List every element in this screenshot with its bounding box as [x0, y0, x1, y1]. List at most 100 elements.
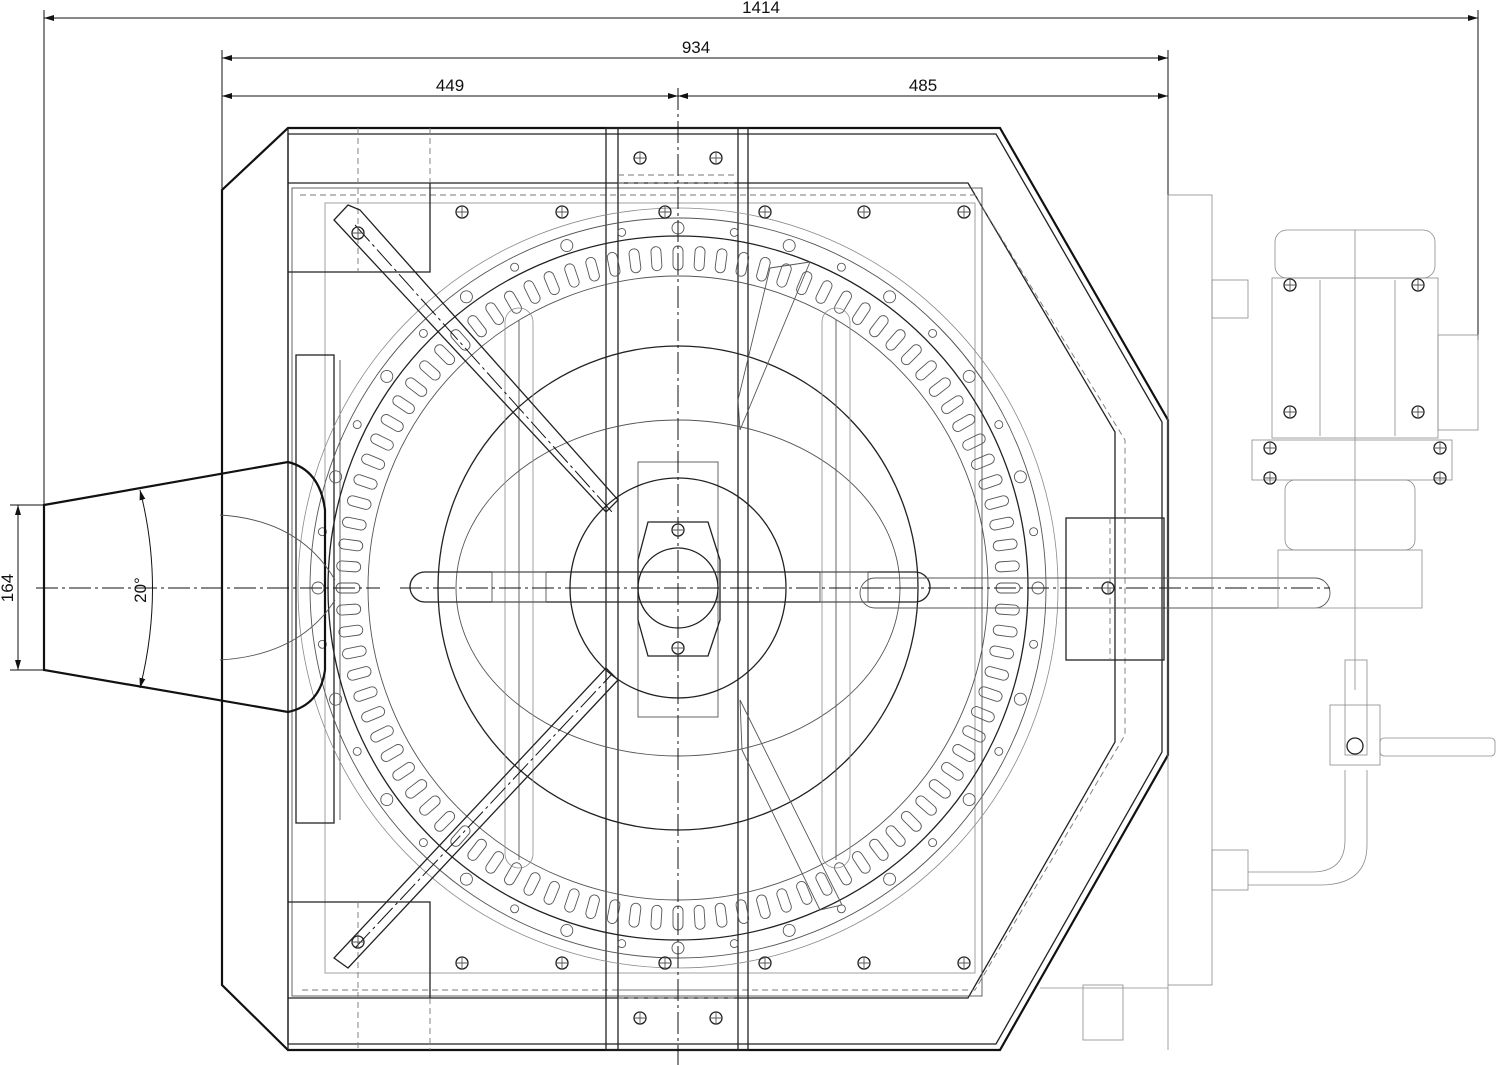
- ring-slot: [735, 252, 750, 277]
- ring-slot: [585, 894, 600, 919]
- ring-slot: [900, 810, 922, 832]
- ring-slot: [338, 538, 364, 552]
- ring-bolt: [1029, 527, 1039, 537]
- bolt-cross: [759, 206, 771, 218]
- ring-slot: [970, 706, 995, 723]
- ring-slot: [815, 280, 833, 304]
- bolt-cross: [456, 206, 468, 218]
- ring-slot: [952, 414, 976, 432]
- corner-boxes: [288, 128, 431, 1050]
- bolt-cross: [672, 524, 684, 536]
- ring-bolt: [380, 369, 394, 383]
- ring-slot: [405, 779, 428, 799]
- ring-bolt: [782, 923, 796, 937]
- ring-bolt: [329, 470, 343, 484]
- motor-assembly: [1040, 194, 1496, 1050]
- dimension-inlet-height-label: 164: [0, 574, 17, 602]
- ring-slot: [564, 888, 580, 913]
- dimension-housing: 934: [221, 38, 1169, 420]
- ring-bolt: [962, 793, 976, 807]
- ring-slot: [851, 851, 871, 874]
- ring-slot: [370, 725, 394, 743]
- diagonal-braces: [333, 204, 843, 969]
- ring-slot: [585, 257, 600, 282]
- ring-slot: [952, 744, 976, 762]
- ring-slot: [342, 645, 367, 660]
- ring-slot: [962, 725, 986, 743]
- ring-slot: [450, 329, 471, 351]
- bolt-cross: [1434, 442, 1446, 454]
- ring-bolt: [994, 420, 1004, 430]
- bolt-cross: [858, 206, 870, 218]
- ring-slot: [543, 880, 560, 905]
- ring-slot: [941, 395, 964, 415]
- bolt-cross: [1284, 406, 1296, 418]
- ring-slot: [992, 538, 1018, 552]
- ring-bolt: [329, 692, 343, 706]
- ring-bolt: [418, 328, 428, 338]
- ring-bolt: [782, 239, 796, 253]
- ring-slot: [380, 414, 404, 432]
- ring-slot: [370, 433, 394, 451]
- dimension-right-half-label: 485: [909, 76, 937, 95]
- bolt-cross: [710, 152, 722, 164]
- ring-bolt: [560, 923, 574, 937]
- bolt-cross: [1264, 472, 1276, 484]
- ring-slot: [347, 666, 372, 681]
- ring-slot: [885, 329, 906, 351]
- ring-slot: [650, 246, 663, 272]
- ring-slot: [989, 645, 1014, 660]
- ring-bolt: [459, 872, 473, 886]
- ring-slot: [994, 560, 1020, 573]
- bolt-cross: [352, 227, 364, 239]
- bolt-cross: [634, 1012, 646, 1024]
- ring-bolt: [510, 904, 520, 914]
- ring-slot: [984, 666, 1009, 681]
- ring-slot: [978, 686, 1003, 702]
- ring-slot: [467, 838, 487, 861]
- ring-slot: [380, 744, 404, 762]
- ring-bolt: [459, 290, 473, 304]
- ring-bolt: [928, 328, 938, 338]
- bolt-cross: [958, 957, 970, 969]
- ring-slot: [485, 851, 505, 874]
- bolt-cross: [858, 957, 870, 969]
- ring-slot: [347, 495, 372, 510]
- ring-bolt: [317, 639, 327, 649]
- ring-slot: [928, 377, 951, 397]
- ring-slot: [693, 904, 706, 930]
- ring-bolt: [617, 939, 627, 949]
- bolt-cross: [1434, 472, 1446, 484]
- ring-slot: [714, 902, 728, 928]
- bolt-cross: [958, 206, 970, 218]
- bolt-cross: [634, 152, 646, 164]
- ring-slot: [628, 902, 642, 928]
- ring-bolt: [380, 793, 394, 807]
- ring-slot: [434, 810, 456, 832]
- ring-slot: [523, 872, 541, 896]
- ring-slot: [915, 360, 937, 381]
- ring-slot: [353, 686, 378, 702]
- ring-slot: [392, 761, 415, 781]
- ring-slot: [941, 761, 964, 781]
- inlet-nozzle: [36, 460, 380, 714]
- vertical-beam: [605, 127, 749, 1051]
- ring-slots: [335, 245, 1021, 931]
- dimension-inlet-angle-label: 20°: [131, 577, 150, 603]
- ring-slot: [851, 302, 871, 325]
- bolt-cross: [710, 1012, 722, 1024]
- ring-slot: [361, 706, 386, 723]
- center-lines: [400, 88, 1330, 1065]
- ring-slot: [776, 888, 792, 913]
- ring-slot: [834, 290, 852, 314]
- dimension-left-half: 449: [222, 76, 678, 99]
- ring-slot: [994, 603, 1020, 616]
- ring-slot: [419, 360, 441, 381]
- ring-slot: [504, 290, 522, 314]
- ring-slot: [915, 795, 937, 816]
- bolt-cross: [1284, 279, 1296, 291]
- ring-slot: [796, 880, 813, 905]
- dimension-inlet-height: 164: [0, 504, 44, 671]
- ring-slot: [776, 263, 792, 288]
